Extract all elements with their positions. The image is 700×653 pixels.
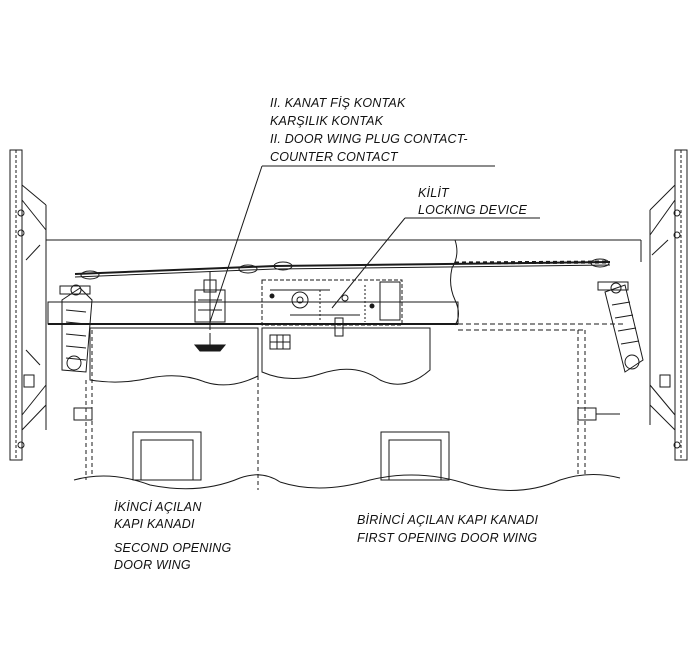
window-right (380, 431, 450, 481)
first-wing-label-tr: BİRİNCİ AÇILAN KAPI KANADI (357, 513, 539, 527)
plug-contact-assembly (193, 272, 227, 352)
plug-contact-label-tr1: II. KANAT FİŞ KONTAK (270, 96, 406, 110)
left-frame-assembly (9, 149, 47, 461)
plug-contact-label-tr2: KARŞILIK KONTAK (270, 114, 384, 128)
second-wing-label-tr2: KAPI KANADI (114, 517, 195, 531)
upper-structure (45, 239, 642, 326)
plug-contact-label-en1: II. DOOR WING PLUG CONTACT- (270, 132, 468, 146)
first-door-wing-panel (257, 327, 621, 491)
left-roller-arm (59, 284, 93, 373)
right-roller-arm (597, 281, 644, 373)
second-wing-label-tr1: İKİNCİ AÇILAN (114, 500, 202, 514)
leader-lines (209, 165, 540, 323)
locking-device (261, 279, 403, 337)
door-track-beam (47, 301, 625, 331)
window-left (132, 431, 202, 481)
second-wing-label-en1: SECOND OPENING (114, 541, 232, 555)
first-wing-label-en: FIRST OPENING DOOR WING (357, 531, 538, 545)
right-frame-assembly (649, 149, 688, 461)
drive-rod (74, 258, 611, 280)
plug-contact-label-en2: COUNTER CONTACT (270, 150, 398, 164)
locking-label-en: LOCKING DEVICE (418, 203, 528, 217)
second-wing-label-en2: DOOR WING (114, 558, 191, 572)
locking-label-tr: KİLİT (418, 186, 449, 200)
counter-contact (269, 334, 291, 350)
second-door-wing-panel (73, 327, 281, 490)
